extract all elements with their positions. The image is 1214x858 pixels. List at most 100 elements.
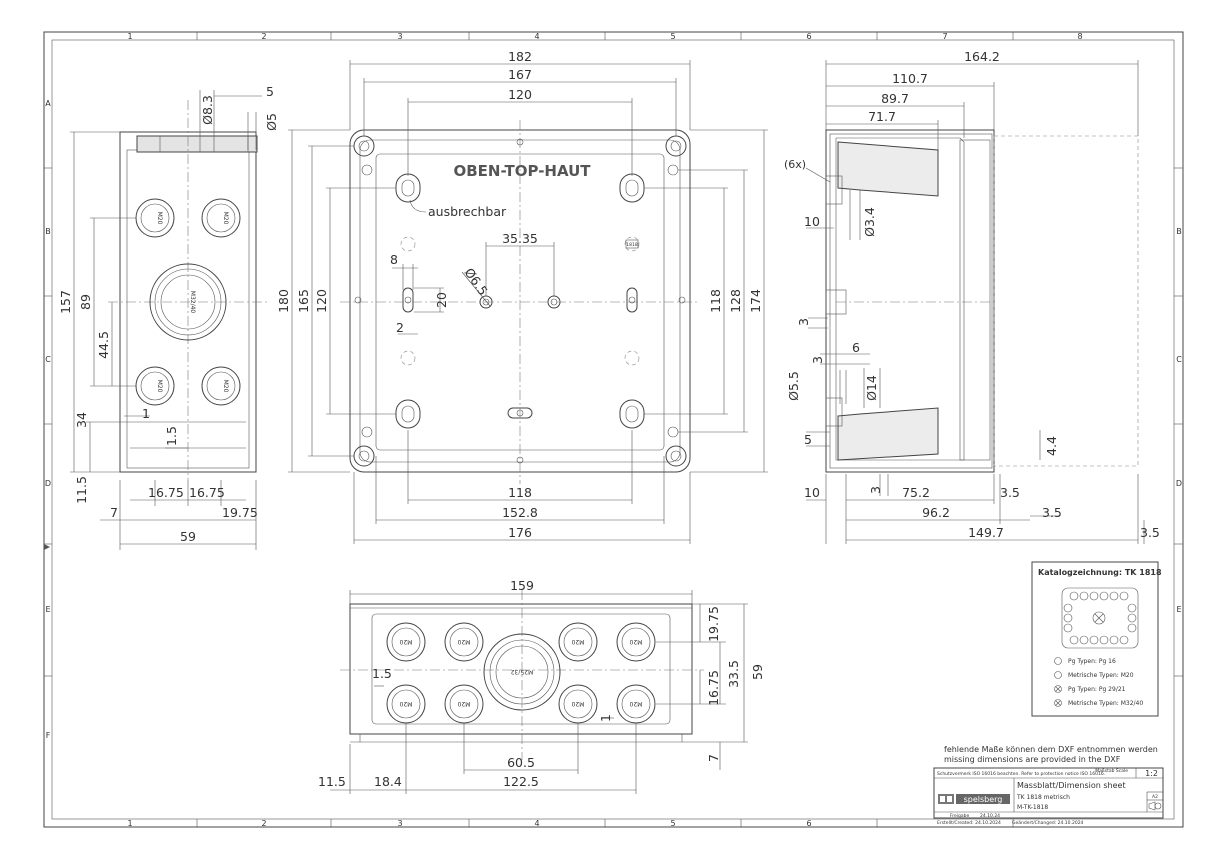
frame-col-3: 3 (397, 32, 402, 41)
dim-1-5-bottom: 1.5 (372, 666, 392, 681)
dim-5-side: 5 (804, 432, 812, 447)
release-label: Freigabe (950, 813, 970, 819)
knockout-label: ausbrechbar (428, 204, 507, 219)
dim-18-4: 18.4 (374, 774, 402, 789)
sheet-format: A2 (1152, 794, 1158, 800)
bottom-gland-6: M20 (457, 700, 470, 707)
dim-152-8: 152.8 (502, 505, 538, 520)
dim-149-7: 149.7 (968, 525, 1004, 540)
dim-118-bottom: 118 (508, 485, 532, 500)
left-gland-4: M20 (201, 366, 241, 406)
changed-status: Geändert/Changed: 24.10.2024 (1012, 820, 1084, 826)
dim-11-5-bottom: 11.5 (318, 774, 346, 789)
dim-16-75-b: 16.75 (189, 485, 225, 500)
note-line-2: missing dimensions are provided in the D… (944, 755, 1121, 764)
dim-96-2: 96.2 (922, 505, 950, 520)
frame-col-5: 5 (670, 32, 675, 41)
frame-col-2: 2 (261, 32, 266, 41)
dim-1-bottom: 1 (598, 714, 613, 722)
left-gland-4-label: M20 (222, 380, 229, 393)
top-view: OBEN-TOP-HAUT ausbrechbar 1818 (276, 49, 768, 544)
top-logo-mark: 1818 (626, 242, 638, 248)
dim-3-5-a: 3.5 (1000, 485, 1020, 500)
dim-3-5-c: 3.5 (1140, 525, 1160, 540)
dim-10-bottom: 10 (804, 485, 820, 500)
dim-165: 165 (296, 289, 311, 313)
dim-19-75-bottom: 19.75 (706, 606, 721, 642)
product-code: M-TK-1818 (1017, 804, 1048, 811)
dim-20: 20 (434, 292, 449, 308)
dim-182: 182 (508, 49, 532, 64)
frame-row-c: C (45, 355, 51, 364)
dim-1: 1 (142, 406, 150, 421)
dim-16-75-a: 16.75 (148, 485, 184, 500)
dim-35-35: 35.35 (502, 231, 538, 246)
dim-120-top: 120 (508, 87, 532, 102)
note-6x: (6x) (784, 158, 806, 171)
projection-symbol-icon (1148, 801, 1162, 811)
left-gland-1-label: M20 (156, 212, 163, 225)
frame-col-7: 7 (942, 32, 947, 41)
frame-row-d-right: D (1176, 479, 1182, 488)
bottom-glands: M20 M20 M20 M20 M20 M20 M20 M20 M25/32 (386, 622, 656, 724)
dim-128: 128 (728, 289, 743, 313)
left-end-view: M20 M20 M32/40 M20 M20 (58, 84, 279, 550)
frame-col-1-bottom: 1 (127, 819, 132, 828)
frame-col-3-bottom: 3 (397, 819, 402, 828)
frame-col-1: 1 (127, 32, 132, 41)
bottom-gland-1: M20 (399, 638, 412, 645)
frame-col-6-bottom: 6 (806, 819, 811, 828)
dim-dia-5: Ø5 (264, 113, 279, 131)
left-gland-3-label: M20 (156, 380, 163, 393)
left-gland-1: M20 (135, 198, 175, 238)
dim-120-left: 120 (314, 289, 329, 313)
dim-dia-5-5: Ø5.5 (786, 371, 801, 401)
frame-row-f: F (46, 731, 51, 740)
dim-7: 7 (110, 505, 118, 520)
dim-176: 176 (508, 525, 532, 540)
scale-label: Maßstab Scale (1095, 768, 1128, 774)
bottom-gland-4: M20 (629, 638, 642, 645)
title-block: Schutzvermerk ISO 16016 beachten. Refer … (933, 767, 1164, 826)
dim-174: 174 (748, 289, 763, 313)
catalog-title: Katalogzeichnung: TK 1818 (1038, 568, 1162, 577)
frame-col-4: 4 (534, 32, 539, 41)
legend-item-2: Metrische Typen: M20 (1068, 672, 1134, 679)
dim-157: 157 (58, 290, 73, 314)
dim-60-5: 60.5 (507, 755, 535, 770)
dim-2: 2 (396, 320, 404, 335)
release-date: 24.10.24 (980, 813, 1000, 819)
frame-col-8: 8 (1077, 32, 1082, 41)
bottom-gland-2: M20 (457, 638, 470, 645)
centering-mark-icon (44, 544, 50, 550)
frame-row-d: D (45, 479, 51, 488)
bottom-gland-3: M20 (571, 638, 584, 645)
frame-col-2-bottom: 2 (261, 819, 266, 828)
dim-159: 159 (510, 578, 534, 593)
left-gland-large: M32/40 (149, 263, 227, 341)
dim-16-75-bottom: 16.75 (706, 670, 721, 706)
frame-row-c-right: C (1176, 355, 1182, 364)
dim-1-5: 1.5 (164, 426, 179, 446)
frame-col-4-bottom: 4 (534, 819, 539, 828)
dim-4-4: 4.4 (1044, 436, 1059, 456)
dim-19-75: 19.75 (222, 505, 258, 520)
drawing-frame: 1 2 3 4 5 6 7 8 1 2 3 4 5 6 A B C D E F … (43, 31, 1184, 828)
dim-59-bottom: 59 (750, 664, 765, 680)
left-gland-3: M20 (135, 366, 175, 406)
dim-10-side: 10 (804, 214, 820, 229)
dim-dia-6-5: Ø6.5 (462, 265, 491, 298)
protection-notice: Schutzvermerk ISO 16016 beachten. Refer … (937, 771, 1105, 777)
left-gland-large-label: M32/40 (189, 291, 196, 314)
frame-row-e: E (45, 605, 50, 614)
dim-8: 8 (390, 252, 398, 267)
bottom-view: M20 M20 M20 M20 M20 M20 M20 M20 M25/32 (318, 578, 765, 794)
left-gland-2-label: M20 (222, 212, 229, 225)
dim-dia-3-4: Ø3.4 (862, 207, 877, 237)
dim-6: 6 (852, 340, 860, 355)
dim-75-2: 75.2 (902, 485, 930, 500)
bottom-gland-7: M20 (571, 700, 584, 707)
dim-dia-14: Ø14 (864, 375, 879, 401)
frame-row-b: B (45, 227, 51, 236)
dim-3-5-b: 3.5 (1042, 505, 1062, 520)
